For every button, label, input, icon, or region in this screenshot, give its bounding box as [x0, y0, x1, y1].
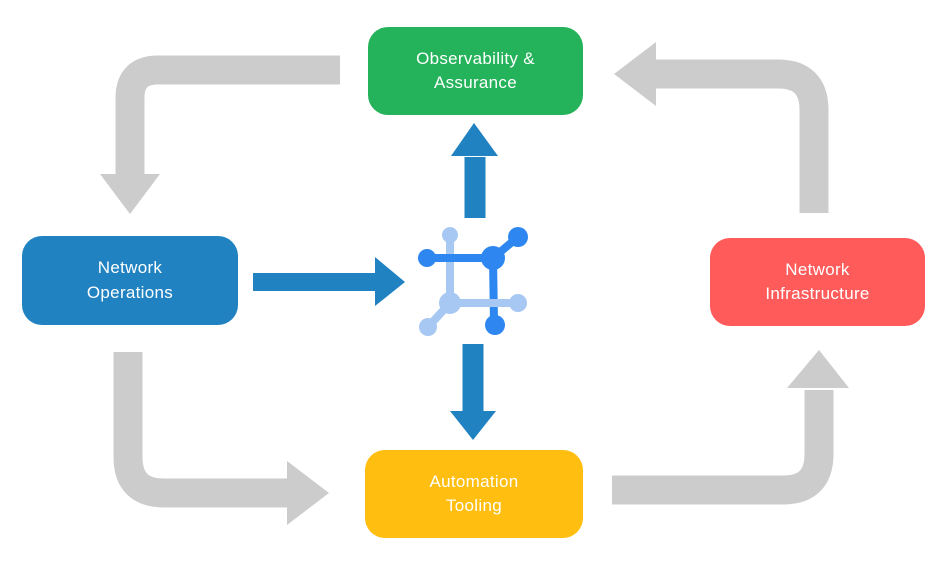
node-network-infrastructure: Network Infrastructure: [710, 238, 925, 326]
node-observability-label: Observability & Assurance: [416, 48, 535, 92]
node-infrastructure-label: Network Infrastructure: [765, 259, 870, 303]
node-operations-label: Network Operations: [86, 258, 174, 302]
arrow-icon-to-automation: [450, 344, 496, 440]
node-automation-label: Automation Tooling: [429, 471, 519, 515]
network-automation-icon: [418, 227, 528, 336]
arrow-infrastructure-to-observability: [614, 42, 829, 213]
arrow-icon-to-observability: [451, 123, 498, 218]
arrow-operations-to-icon: [253, 257, 405, 306]
node-observability-assurance: Observability & Assurance: [368, 27, 583, 115]
node-network-operations: Network Operations: [22, 236, 238, 325]
node-automation-tooling: Automation Tooling: [365, 450, 583, 538]
arrow-automation-to-infrastructure: [612, 350, 849, 505]
arrow-operations-to-automation: [113, 352, 329, 525]
arrow-observability-to-operations: [100, 55, 340, 214]
